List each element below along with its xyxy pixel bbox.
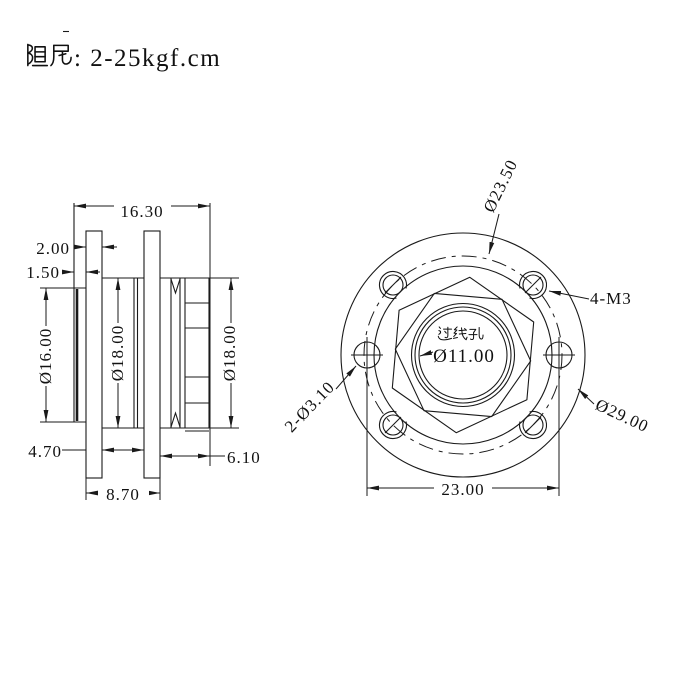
dim-overall-length: 16.30 — [74, 201, 210, 221]
svg-text:Ø23.50: Ø23.50 — [480, 156, 522, 215]
drawing-title: : 2-25kgf.cm — [27, 30, 221, 72]
groove-notch-top — [170, 278, 181, 295]
dim-rear-length: 6.10 — [160, 448, 261, 467]
dim-hub-diameter: Ø16.00 — [34, 288, 55, 422]
svg-text:8.70: 8.70 — [106, 485, 140, 504]
front-flange — [85, 230, 103, 479]
svg-text:16.30: 16.30 — [120, 202, 163, 221]
title-cjk-damping — [27, 43, 72, 67]
side-view-outline — [40, 203, 239, 500]
dim-flange-span: 8.70 — [86, 485, 160, 504]
front-view: 23.00 Ø23.50 4-M3 2-Ø3.10 Ø29.00 — [281, 156, 652, 499]
svg-text:2-Ø3.10: 2-Ø3.10 — [281, 377, 339, 436]
dim-flange-thickness: 2.00 — [36, 239, 117, 258]
m3-screw-holes — [378, 270, 548, 440]
svg-text:Ø18.00: Ø18.00 — [220, 325, 239, 382]
title-damping-value: : 2-25kgf.cm — [74, 45, 221, 72]
dim-wire-hole: Ø11.00 — [419, 346, 495, 367]
svg-text:6.10: 6.10 — [227, 448, 261, 467]
boss-inner-outline — [391, 276, 535, 434]
svg-text:1.50: 1.50 — [26, 263, 60, 282]
wire-hole-circle — [418, 310, 508, 400]
through-holes — [351, 337, 575, 496]
svg-text:2.00: 2.00 — [36, 239, 70, 258]
dim-flange-gap: 4.70 — [28, 442, 144, 461]
outer-flange-circle — [340, 232, 586, 478]
groove-notch-bottom — [170, 411, 181, 428]
rear-flange — [143, 230, 161, 479]
svg-text:23.00: 23.00 — [441, 480, 484, 499]
dim-hole-spacing: 23.00 — [367, 480, 559, 499]
dim-screw-holes: 4-M3 — [548, 289, 632, 308]
svg-text:Ø18.00: Ø18.00 — [108, 325, 127, 382]
svg-text:4.70: 4.70 — [28, 442, 62, 461]
nut-side-profile — [184, 278, 210, 432]
wire-hole-label — [437, 326, 484, 341]
svg-text:Ø11.00: Ø11.00 — [433, 346, 495, 367]
side-view: 16.30 2.00 1.50 Ø16.00 Ø18.00 — [26, 201, 261, 504]
dim-body-diameter: Ø18.00 — [106, 278, 127, 428]
svg-text:4-M3: 4-M3 — [590, 289, 632, 308]
dim-nut-diameter: Ø18.00 — [218, 278, 239, 428]
svg-text:Ø29.00: Ø29.00 — [593, 395, 652, 436]
dim-outer-diameter: Ø29.00 — [577, 388, 652, 436]
svg-text:Ø16.00: Ø16.00 — [36, 328, 55, 385]
dim-through-holes: 2-Ø3.10 — [281, 365, 357, 436]
dim-hub-protrusion: 1.50 — [26, 263, 100, 282]
